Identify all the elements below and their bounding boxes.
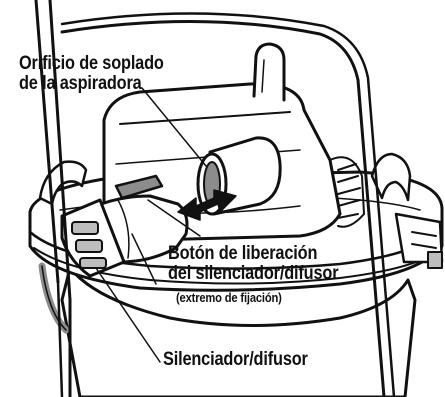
label-silencer: Silenciador/difusor — [163, 350, 308, 370]
label-release-button-line2: del silenciador/difusor — [168, 262, 339, 284]
silencer-diffuser — [60, 194, 189, 278]
lid-latch-right — [394, 212, 444, 269]
lid-clip-right — [370, 152, 412, 202]
carry-handle — [252, 42, 286, 102]
callout-lines — [95, 87, 207, 363]
label-attach-end-text: (extremo de fijación) — [176, 290, 282, 305]
leader-blower-port — [141, 87, 207, 167]
leader-silencer — [95, 267, 161, 363]
label-silencer-text: Silenciador/difusor — [163, 349, 308, 370]
label-blower-port-line1: Orificio de soplado — [19, 53, 164, 74]
label-attach-end: (extremo de fijación) — [176, 291, 282, 305]
leader-release-button — [147, 199, 201, 237]
wand-tube-right — [60, 12, 396, 397]
label-release-button: Botón de liberación del silenciador/difu… — [168, 243, 339, 284]
label-blower-port: Orificio de soplado de la aspiradora — [19, 54, 164, 94]
leader-attach-end — [131, 233, 157, 285]
vent-grille — [329, 156, 365, 228]
release-button — [114, 174, 164, 200]
hose-tube — [38, 262, 70, 334]
double-headed-arrow-icon — [177, 189, 237, 221]
wand-tube-left — [34, 0, 72, 397]
label-blower-port-line2: de la aspiradora — [19, 72, 142, 94]
label-release-button-line1: Botón de liberación — [168, 243, 318, 264]
